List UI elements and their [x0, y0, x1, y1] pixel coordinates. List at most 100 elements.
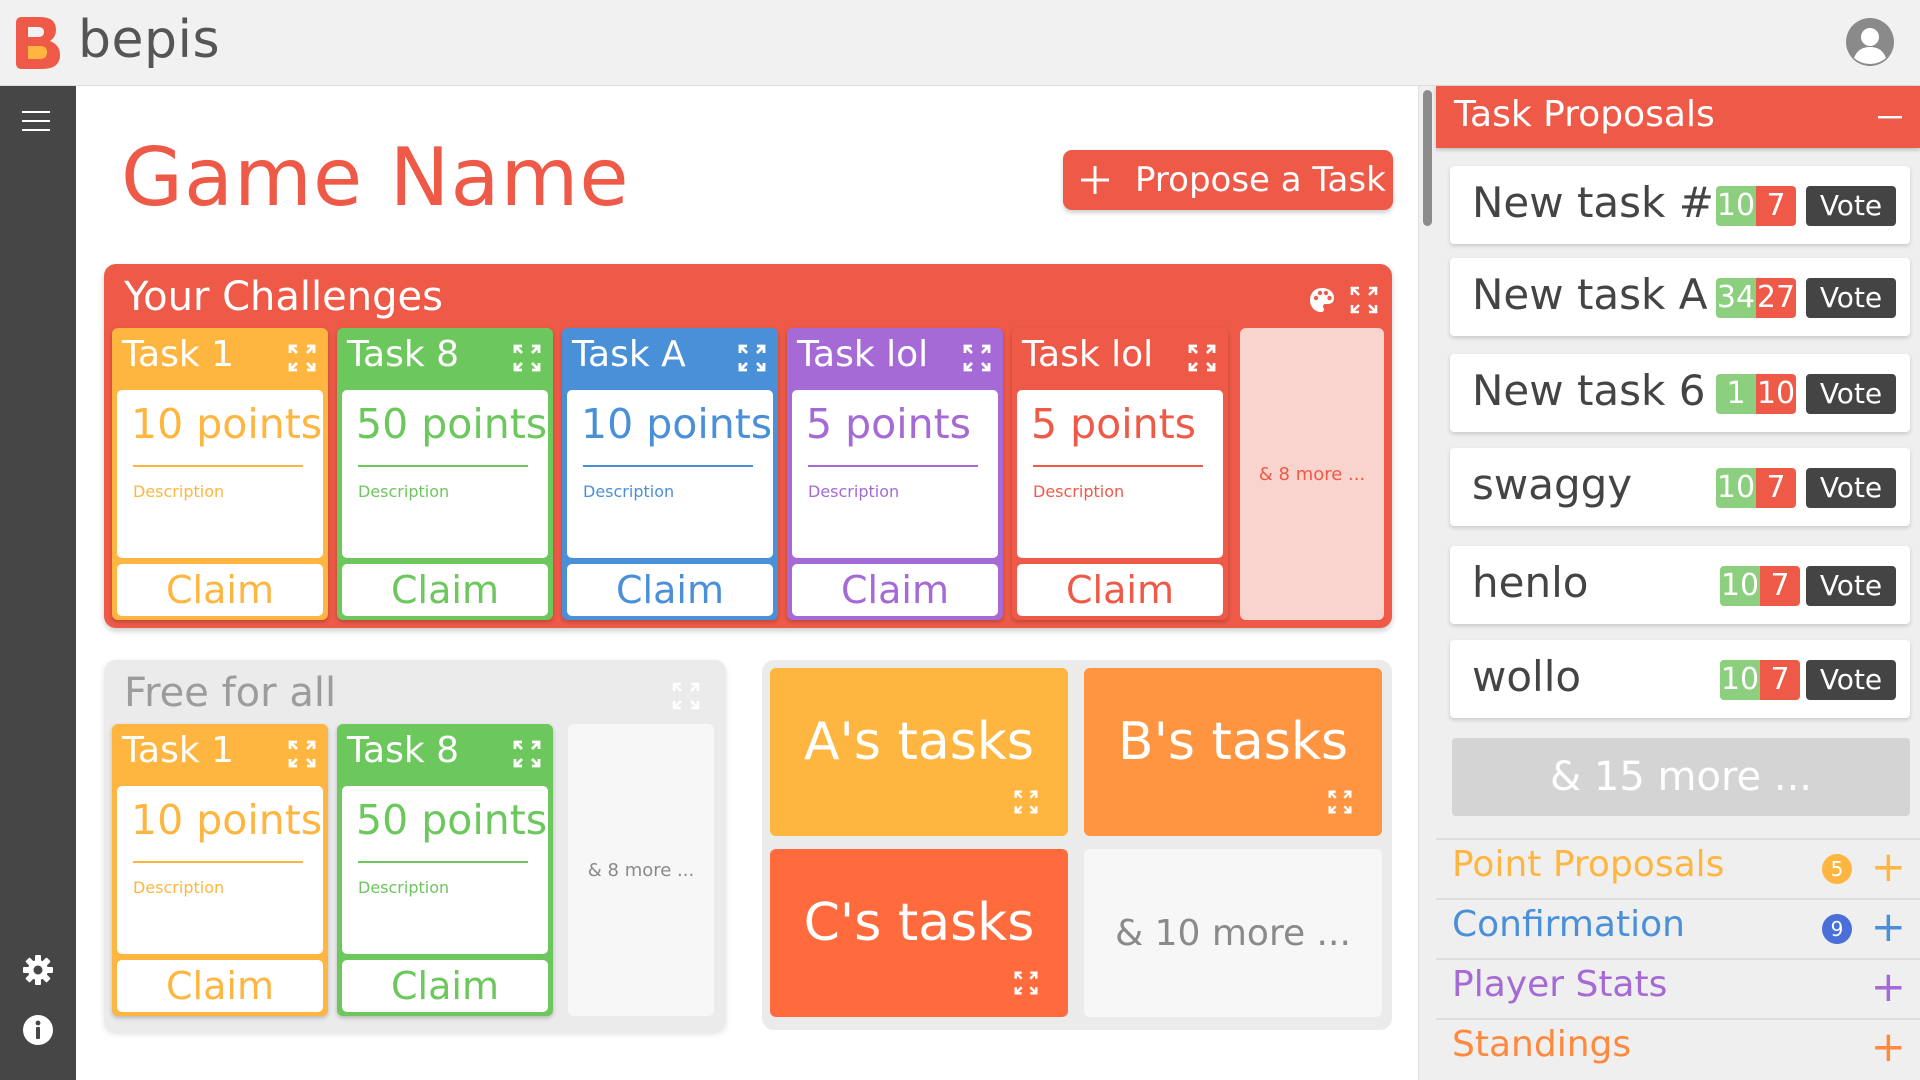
left-rail [0, 86, 76, 1080]
task-proposals-title: Task Proposals [1454, 94, 1715, 135]
expand-icon[interactable] [1350, 286, 1378, 314]
expand-section-plus-icon[interactable]: + [1870, 1022, 1906, 1071]
vote-button[interactable]: Vote [1806, 278, 1896, 318]
vote-button[interactable]: Vote [1806, 186, 1896, 226]
expand-icon[interactable] [513, 344, 541, 372]
palette-icon[interactable] [1308, 286, 1336, 314]
more-free-tasks-tile[interactable]: & 8 more ... [568, 724, 714, 1016]
section-label: Point Proposals [1452, 844, 1725, 885]
task-description: Description [1033, 482, 1125, 501]
collapse-icon[interactable] [1876, 98, 1904, 134]
expand-icon[interactable] [963, 344, 991, 372]
task-points: 50 points [356, 400, 548, 448]
task-description: Description [358, 482, 450, 501]
player-task-name: B's tasks [1117, 712, 1349, 772]
section-label: Player Stats [1452, 964, 1668, 1005]
main-scrollbar[interactable] [1418, 86, 1436, 1080]
info-icon[interactable] [22, 1014, 54, 1046]
claim-button[interactable]: Claim [1017, 564, 1223, 616]
gear-icon[interactable] [22, 954, 54, 986]
player-task-tile[interactable]: C's tasks [770, 849, 1068, 1017]
section-count-badge: 9 [1822, 914, 1852, 944]
hamburger-menu-icon[interactable] [22, 108, 52, 134]
propose-task-button[interactable]: Propose a Task [1063, 150, 1393, 210]
vote-button[interactable]: Vote [1806, 374, 1896, 414]
claim-button[interactable]: Claim [342, 960, 548, 1012]
claim-button[interactable]: Claim [567, 564, 773, 616]
scrollbar-thumb[interactable] [1423, 90, 1432, 226]
expand-icon[interactable] [288, 740, 316, 768]
task-points: 10 points [581, 400, 773, 448]
vote-button[interactable]: Vote [1806, 660, 1896, 700]
more-players-tile[interactable]: & 10 more ... [1084, 849, 1382, 1017]
downvote-count: 7 [1756, 468, 1796, 508]
claim-button[interactable]: Claim [117, 564, 323, 616]
more-proposals-button[interactable]: & 15 more ... [1452, 738, 1910, 816]
upvote-count: 10 [1716, 186, 1756, 226]
expand-section-plus-icon[interactable]: + [1870, 842, 1906, 891]
vote-button[interactable]: Vote [1806, 566, 1896, 606]
expand-icon[interactable] [1014, 971, 1038, 995]
player-task-name: A's tasks [803, 712, 1035, 772]
claim-button[interactable]: Claim [117, 960, 323, 1012]
expand-icon[interactable] [513, 740, 541, 768]
expand-icon[interactable] [1188, 344, 1216, 372]
expand-icon[interactable] [1014, 790, 1038, 814]
user-avatar-icon[interactable] [1846, 18, 1894, 66]
section-row[interactable]: Point Proposals 5 + [1436, 838, 1920, 898]
downvote-count: 7 [1756, 186, 1796, 226]
expand-section-plus-icon[interactable]: + [1870, 902, 1906, 951]
player-task-tile[interactable]: A's tasks [770, 668, 1068, 836]
bepis-logo-icon[interactable] [16, 17, 60, 69]
vote-button[interactable]: Vote [1806, 468, 1896, 508]
section-row[interactable]: Confirmation 9 + [1436, 898, 1920, 958]
player-task-tile[interactable]: B's tasks [1084, 668, 1382, 836]
expand-icon[interactable] [288, 344, 316, 372]
section-count-badge: 5 [1822, 854, 1852, 884]
task-name: Task 1 [122, 730, 235, 771]
section-row[interactable]: Standings+ [1436, 1018, 1920, 1078]
section-label: Confirmation [1452, 904, 1685, 945]
expand-icon[interactable] [1328, 790, 1352, 814]
claim-button[interactable]: Claim [792, 564, 998, 616]
proposal-name: wollo [1472, 652, 1582, 701]
task-description: Description [358, 878, 450, 897]
claim-button[interactable]: Claim [342, 564, 548, 616]
task-divider [808, 465, 978, 467]
expand-icon[interactable] [738, 344, 766, 372]
your-challenges-title: Your Challenges [124, 274, 443, 320]
task-divider [358, 465, 528, 467]
downvote-count: 7 [1760, 566, 1800, 606]
more-challenges-tile[interactable]: & 8 more ... [1240, 328, 1384, 620]
page-title: Game Name [121, 131, 630, 224]
plus-icon [1079, 164, 1119, 196]
task-name: Task lol [797, 334, 929, 375]
player-task-name: C's tasks [803, 893, 1035, 953]
section-row[interactable]: Player Stats + [1436, 958, 1920, 1018]
upvote-count: 10 [1720, 566, 1760, 606]
expand-icon[interactable] [672, 682, 700, 710]
expand-section-plus-icon[interactable]: + [1870, 962, 1906, 1011]
upvote-count: 1 [1716, 374, 1756, 414]
